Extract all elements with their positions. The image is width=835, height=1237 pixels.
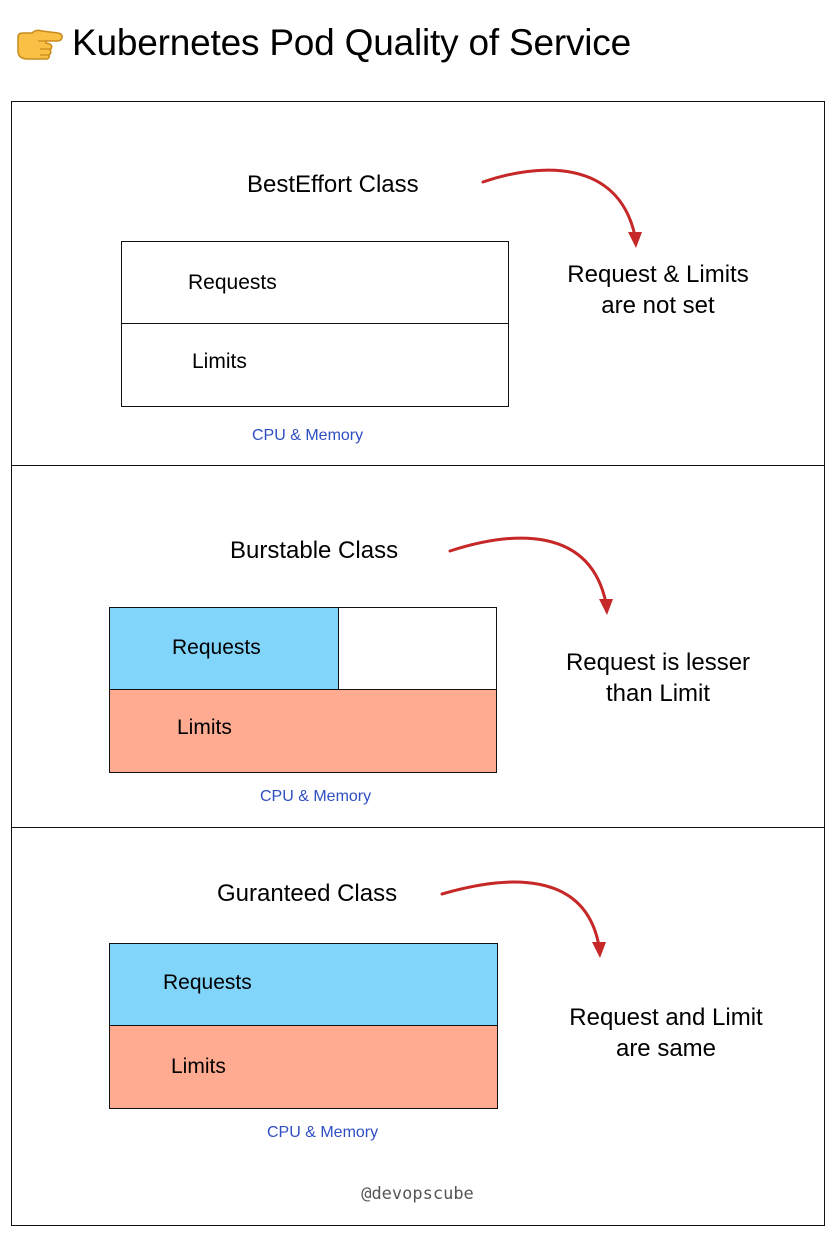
besteffort-note: Request & Limits are not set <box>528 259 788 321</box>
limits-bar <box>109 1025 498 1109</box>
resource-caption: CPU & Memory <box>260 788 372 805</box>
limits-box <box>121 323 509 407</box>
pointing-hand-icon <box>12 23 64 63</box>
note-line: Request and Limit <box>569 1004 763 1031</box>
curved-arrow-icon <box>481 168 642 248</box>
besteffort-class-title: BestEffort Class <box>247 171 419 198</box>
note-line: Request & Limits <box>567 261 749 288</box>
guaranteed-note: Request and Limit are same <box>536 1002 796 1064</box>
requests-bar <box>109 943 498 1027</box>
note-line: are not set <box>601 292 715 319</box>
guaranteed-class-title: Guranteed Class <box>217 880 398 907</box>
note-line: Request is lesser <box>565 649 751 676</box>
resource-caption: CPU & Memory <box>252 427 364 444</box>
note-line: are same <box>615 1035 717 1062</box>
page-header: Kubernetes Pod Quality of Service <box>12 16 631 70</box>
requests-label: Requests <box>163 971 252 994</box>
resource-caption: CPU & Memory <box>267 1124 379 1141</box>
limits-label: Limits <box>171 1055 226 1078</box>
requests-label: Requests <box>172 636 261 659</box>
burstable-note: Request is lesser than Limit <box>528 647 788 709</box>
curved-arrow-icon <box>448 536 613 615</box>
requests-label: Requests <box>188 271 277 294</box>
requests-box <box>121 241 509 324</box>
page-title: Kubernetes Pod Quality of Service <box>72 22 631 63</box>
diagram-frame <box>11 101 825 1226</box>
limits-label: Limits <box>192 350 247 373</box>
limits-bar <box>109 689 497 773</box>
limits-label: Limits <box>177 716 232 739</box>
curved-arrow-icon <box>440 880 606 958</box>
requests-bar <box>109 607 339 691</box>
note-line: than Limit <box>605 680 711 707</box>
burstable-class-title: Burstable Class <box>230 537 399 564</box>
author-handle: @devopscube <box>361 1184 474 1204</box>
section-divider <box>11 465 825 466</box>
section-divider <box>11 827 825 828</box>
